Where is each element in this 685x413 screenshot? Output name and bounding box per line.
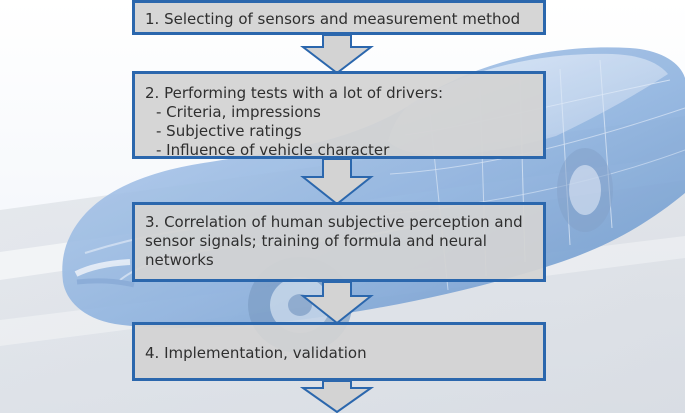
step-3-line-3: networks bbox=[145, 251, 214, 269]
step-3-box: 3. Correlation of human subjective perce… bbox=[132, 202, 546, 282]
step-4-text: 4. Implementation, validation bbox=[145, 344, 367, 362]
step-2-title: 2. Performing tests with a lot of driver… bbox=[145, 84, 444, 102]
arrow-step-3-to-4 bbox=[300, 281, 374, 325]
step-2-bullet-ratings: - Subjective ratings bbox=[156, 122, 302, 140]
arrow-step-1-to-2 bbox=[300, 34, 374, 75]
step-2-bullet-influence: - Influence of vehicle character bbox=[156, 141, 390, 159]
step-4-box: 4. Implementation, validation bbox=[132, 322, 546, 381]
arrow-step-4-out bbox=[299, 380, 375, 413]
arrow-step-2-to-3 bbox=[300, 158, 374, 206]
step-3-line-1: 3. Correlation of human subjective perce… bbox=[145, 213, 523, 231]
step-2-box: 2. Performing tests with a lot of driver… bbox=[132, 71, 546, 159]
step-1-box: 1. Selecting of sensors and measurement … bbox=[132, 0, 546, 35]
step-2-bullet-criteria: - Criteria, impressions bbox=[156, 103, 321, 121]
step-1-text: 1. Selecting of sensors and measurement … bbox=[145, 10, 521, 28]
step-3-line-2: sensor signals; training of formula and … bbox=[145, 232, 487, 250]
